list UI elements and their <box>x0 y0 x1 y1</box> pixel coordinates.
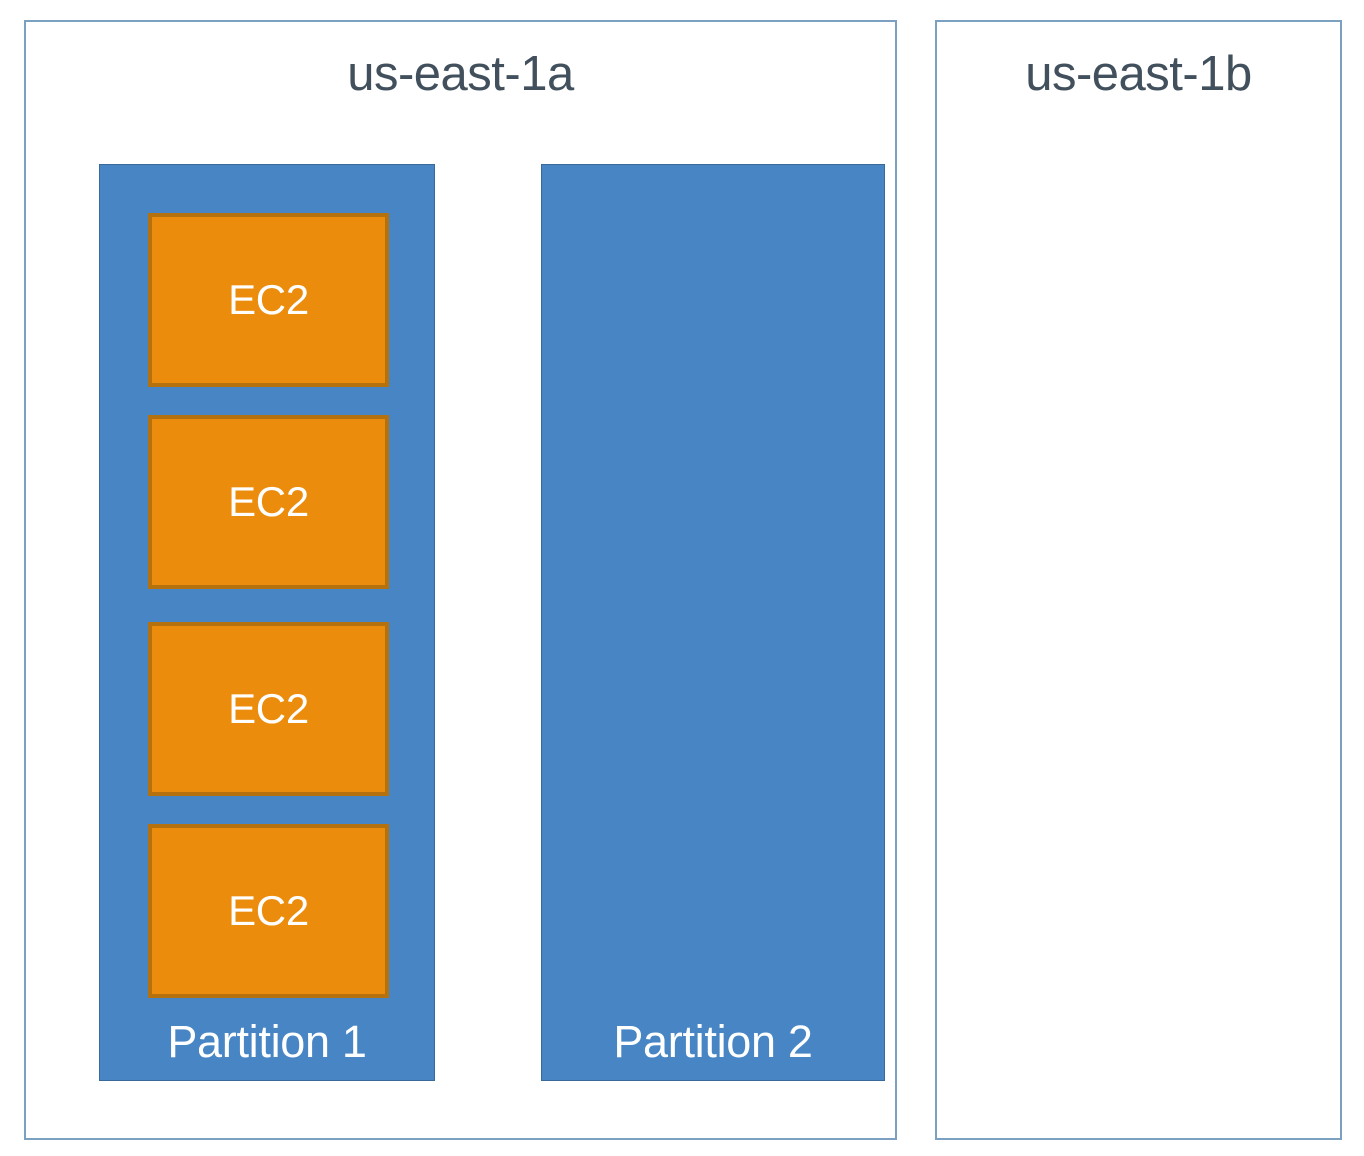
partition-box-1: EC2 EC2 EC2 EC2 Partition 1 <box>99 164 435 1081</box>
availability-zone-us-east-1a: us-east-1a EC2 EC2 EC2 EC2 Partition 1 P… <box>24 20 897 1140</box>
ec2-instance-box: EC2 <box>148 415 389 589</box>
ec2-instance-box: EC2 <box>148 824 389 998</box>
availability-zone-us-east-1b: us-east-1b Partition 3 <box>935 20 1342 1140</box>
ec2-instance-label: EC2 <box>228 685 309 732</box>
ec2-instance-label: EC2 <box>228 478 309 525</box>
ec2-instance-box: EC2 <box>148 213 389 387</box>
partition-label: Partition 1 <box>167 1016 367 1067</box>
availability-zone-title: us-east-1b <box>1025 47 1252 101</box>
availability-zone-title: us-east-1a <box>347 47 574 101</box>
partition-label: Partition 2 <box>613 1016 813 1067</box>
ec2-instance-box: EC2 <box>148 622 389 796</box>
ec2-instance-label: EC2 <box>228 887 309 934</box>
partition-box-2: Partition 2 <box>541 164 885 1081</box>
ec2-instance-label: EC2 <box>228 276 309 323</box>
